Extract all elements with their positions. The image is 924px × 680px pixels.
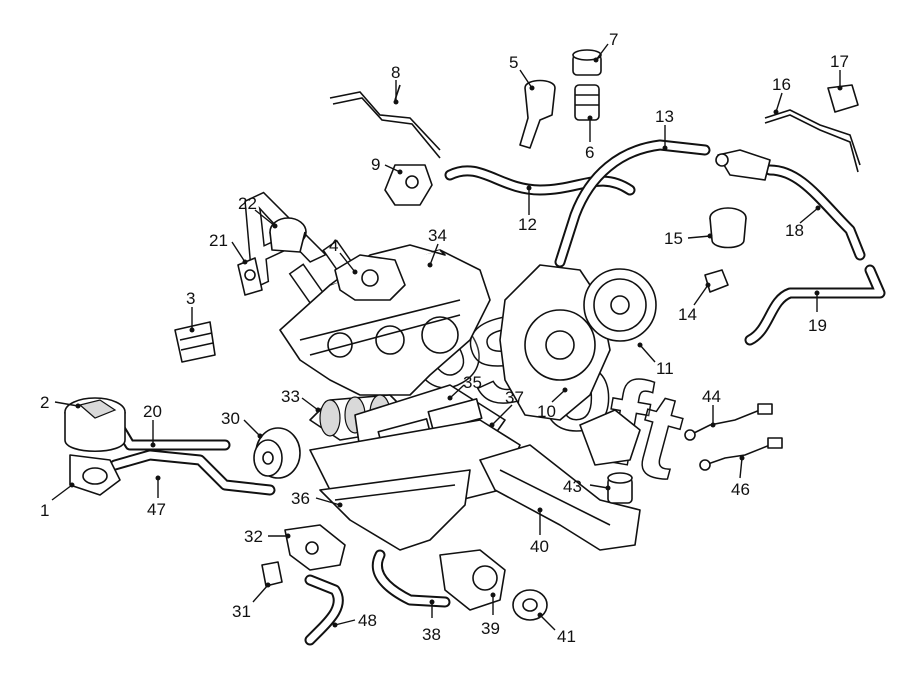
pulley-30 — [253, 427, 301, 479]
oil-filter-housing-5 — [519, 79, 556, 149]
hose-12 — [444, 165, 636, 196]
callout-36: 36 — [291, 489, 310, 508]
callout-9: 9 — [371, 155, 380, 174]
callout-numbers: 1 2 3 4 5 6 7 8 9 10 11 12 13 14 15 16 1… — [40, 30, 849, 646]
callout-1: 1 — [40, 501, 49, 520]
callout-6: 6 — [585, 143, 594, 162]
callout-19: 19 — [808, 316, 827, 335]
fuel-line-8 — [329, 84, 441, 159]
filter-element-6 — [574, 84, 600, 121]
callout-30: 30 — [221, 409, 240, 428]
wire-16 — [764, 109, 861, 173]
callout-20: 20 — [143, 402, 162, 421]
housing-32 — [284, 524, 346, 571]
callout-39: 39 — [481, 619, 500, 638]
callout-31: 31 — [232, 602, 251, 621]
callout-8: 8 — [391, 63, 400, 82]
valve-17 — [827, 84, 859, 113]
callout-15: 15 — [664, 229, 683, 248]
callout-44: 44 — [702, 387, 721, 406]
sensor-46 — [699, 437, 783, 471]
hose-47 — [109, 449, 276, 496]
oil-cooler — [174, 321, 216, 363]
callout-22: 22 — [238, 194, 257, 213]
callout-21: 21 — [209, 231, 228, 250]
callout-38: 38 — [422, 625, 441, 644]
callout-10: 10 — [537, 402, 556, 421]
vacuum-pump-22 — [269, 217, 307, 253]
pipe-18-fitting — [715, 149, 771, 181]
flywheel — [583, 268, 657, 342]
hose-20 — [112, 419, 231, 451]
callout-32: 32 — [244, 527, 263, 546]
callout-16: 16 — [772, 75, 791, 94]
callout-34: 34 — [428, 226, 447, 245]
callout-40: 40 — [530, 537, 549, 556]
callout-11: 11 — [656, 359, 674, 378]
callout-35: 35 — [463, 373, 482, 392]
hose-48 — [304, 574, 344, 646]
water-pump-39 — [439, 549, 506, 611]
oil-pan-lower — [319, 469, 471, 551]
valve-15 — [709, 207, 747, 249]
callout-14: 14 — [678, 305, 697, 324]
callout-18: 18 — [785, 221, 804, 240]
hose-18 — [764, 164, 866, 261]
callout-3: 3 — [186, 289, 195, 308]
hose-13 — [554, 139, 711, 268]
callout-17: 17 — [830, 52, 849, 71]
callout-41: 41 — [557, 627, 576, 646]
callout-13: 13 — [655, 107, 674, 126]
callout-12: 12 — [518, 215, 537, 234]
callout-4: 4 — [329, 236, 338, 255]
callout-37: 37 — [505, 388, 524, 407]
transmission-housing — [499, 264, 611, 421]
sensor-44 — [684, 403, 773, 441]
leader-dots — [69, 57, 843, 628]
air-filter-housing — [64, 397, 126, 453]
sensor-14 — [704, 269, 729, 293]
oil-filter-housing-4 — [334, 254, 406, 301]
callout-2: 2 — [40, 393, 49, 412]
engine-mount-43 — [607, 472, 633, 504]
subframe — [479, 444, 641, 551]
callout-46: 46 — [731, 480, 750, 499]
hose-38 — [371, 549, 451, 608]
gasket-1 — [69, 454, 121, 496]
leader-lines — [51, 43, 841, 631]
cam-sensor-21 — [237, 257, 263, 296]
valve-9 — [384, 164, 433, 206]
callout-33: 33 — [281, 387, 300, 406]
filter-cap-7 — [572, 49, 602, 76]
bracket-31 — [261, 561, 283, 587]
callout-7: 7 — [609, 30, 618, 49]
bracket-42 — [579, 409, 641, 466]
callout-43: 43 — [563, 477, 582, 496]
callout-48: 48 — [358, 611, 377, 630]
hose-19 — [744, 264, 886, 346]
callout-47: 47 — [147, 500, 166, 519]
thermostat-41 — [512, 589, 548, 621]
callout-5: 5 — [509, 53, 518, 72]
